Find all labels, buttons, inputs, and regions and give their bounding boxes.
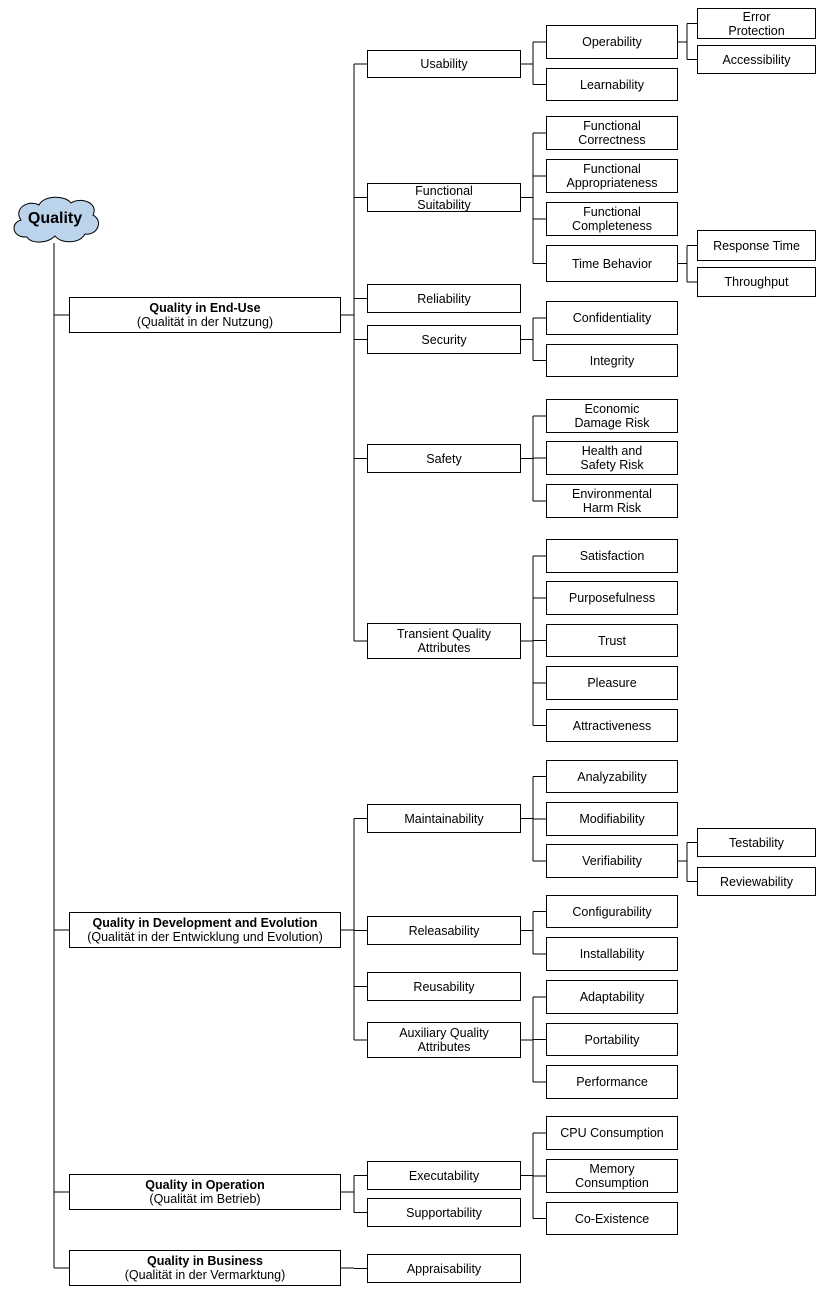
node-operability: Operability — [546, 25, 678, 59]
category-c1: Quality in End-Use(Qualität in der Nutzu… — [69, 297, 341, 333]
node-label-line: Memory — [589, 1162, 635, 1176]
category-subtitle: (Qualität in der Entwicklung und Evoluti… — [87, 930, 323, 944]
node-label-line: Suitability — [417, 197, 471, 212]
node-label-line: Correctness — [578, 133, 646, 147]
node-throughput: Throughput — [697, 267, 816, 297]
node-executability: Executability — [367, 1161, 521, 1190]
category-c3: Quality in Operation(Qualität im Betrieb… — [69, 1174, 341, 1210]
category-c4: Quality in Business(Qualität in der Verm… — [69, 1250, 341, 1286]
node-label-line: Functional — [583, 205, 641, 219]
node-label-line: Protection — [728, 23, 785, 38]
node-confidentiality: Confidentiality — [546, 301, 678, 335]
node-security: Security — [367, 325, 521, 354]
node-label-line: Appropriateness — [566, 176, 658, 190]
node-response-time: Response Time — [697, 230, 816, 261]
node-label-line: Transient Quality — [396, 627, 492, 641]
root-node-quality: Quality — [7, 194, 103, 244]
node-learnability: Learnability — [546, 68, 678, 101]
category-title: Quality in Operation — [145, 1178, 265, 1192]
root-label: Quality — [27, 210, 83, 227]
node-supportability: Supportability — [367, 1198, 521, 1227]
category-title: Quality in Development and Evolution — [92, 916, 318, 930]
node-satisfaction: Satisfaction — [546, 539, 678, 573]
node-safety: Safety — [367, 444, 521, 473]
node-label-line: Environmental — [572, 487, 652, 501]
node-label-line: Harm Risk — [582, 501, 642, 515]
node-appraisability: Appraisability — [367, 1254, 521, 1283]
node-label-line: Damage Risk — [574, 416, 650, 430]
cloud-shape — [13, 196, 99, 243]
node-label-line: Error — [742, 9, 771, 24]
node-time-behavior: Time Behavior — [546, 245, 678, 282]
node-installability: Installability — [546, 937, 678, 971]
node-label-line: Consumption — [575, 1176, 649, 1190]
node-portability: Portability — [546, 1023, 678, 1056]
node-cpu-consumption: CPU Consumption — [546, 1116, 678, 1150]
node-label-line: Completeness — [572, 219, 652, 233]
category-title: Quality in End-Use — [149, 301, 261, 315]
node-label-line: Safety Risk — [580, 458, 644, 472]
node-attractiveness: Attractiveness — [546, 709, 678, 742]
node-trust: Trust — [546, 624, 678, 657]
node-usability: Usability — [367, 50, 521, 78]
node-reliability: Reliability — [367, 284, 521, 313]
node-verifiability: Verifiability — [546, 844, 678, 878]
node-label-line: Attributes — [417, 1040, 471, 1054]
node-label-line: Functional — [583, 119, 641, 133]
node-modifiability: Modifiability — [546, 802, 678, 836]
node-co-existence: Co-Existence — [546, 1202, 678, 1235]
category-subtitle: (Qualität in der Nutzung) — [136, 315, 274, 329]
category-subtitle: (Qualität im Betrieb) — [149, 1192, 261, 1206]
node-releasability: Releasability — [367, 916, 521, 945]
node-purposefulness: Purposefulness — [546, 581, 678, 615]
node-analyzability: Analyzability — [546, 760, 678, 793]
node-testability: Testability — [697, 828, 816, 857]
category-c2: Quality in Development and Evolution(Qua… — [69, 912, 341, 948]
node-performance: Performance — [546, 1065, 678, 1099]
node-label-line: Functional — [415, 183, 473, 198]
node-label-line: Attributes — [417, 641, 471, 655]
node-accessibility: Accessibility — [697, 45, 816, 74]
node-label-line: Auxiliary Quality — [399, 1026, 489, 1040]
node-label-line: Economic — [584, 402, 640, 416]
node-pleasure: Pleasure — [546, 666, 678, 700]
node-adaptability: Adaptability — [546, 980, 678, 1014]
node-reusability: Reusability — [367, 972, 521, 1001]
node-reviewability: Reviewability — [697, 867, 816, 896]
node-label-line: Functional — [583, 162, 641, 176]
node-configurability: Configurability — [546, 895, 678, 928]
category-subtitle: (Qualität in der Vermarktung) — [124, 1268, 286, 1282]
node-integrity: Integrity — [546, 344, 678, 377]
category-title: Quality in Business — [146, 1254, 263, 1268]
node-label-line: Health and — [581, 444, 643, 458]
node-maintainability: Maintainability — [367, 804, 521, 833]
